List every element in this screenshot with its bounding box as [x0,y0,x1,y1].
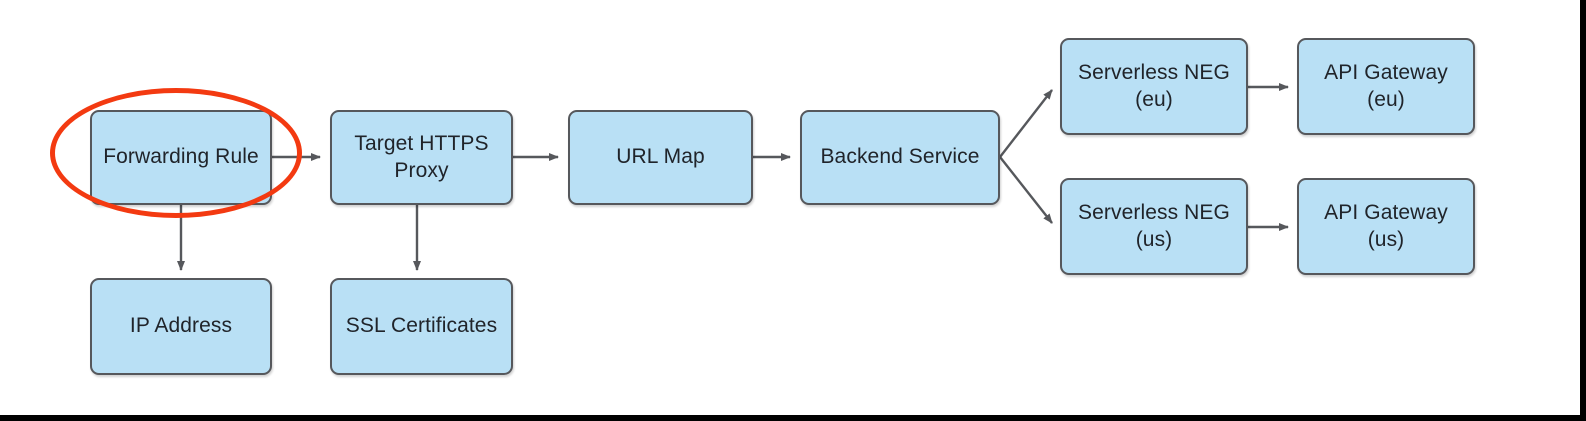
node-ssl-certificates-label: SSL Certificates [345,314,498,338]
node-backend-service[interactable]: Backend Service [800,110,1000,205]
node-serverless-neg-us[interactable]: Serverless NEG (us) [1060,178,1248,275]
node-forwarding-rule[interactable]: Forwarding Rule [90,110,272,205]
node-ssl-certificates[interactable]: SSL Certificates [330,278,513,375]
edge-backend-service-to-serverless-neg-us [999,156,1053,224]
node-api-gateway-eu[interactable]: API Gateway (eu) [1297,38,1475,135]
node-api-gateway-us-label: API Gateway (us) [1324,200,1448,251]
node-serverless-neg-us-label: Serverless NEG (us) [1078,200,1230,251]
node-backend-service-label: Backend Service [820,145,980,169]
edge-backend-service-to-serverless-neg-eu [999,89,1053,158]
node-serverless-neg-eu-label: Serverless NEG (eu) [1078,60,1230,111]
node-ip-address-label: IP Address [129,314,233,338]
node-forwarding-rule-label: Forwarding Rule [103,145,259,169]
node-ip-address[interactable]: IP Address [90,278,272,375]
node-api-gateway-eu-label: API Gateway (eu) [1324,60,1448,111]
node-target-https-proxy[interactable]: Target HTTPS Proxy [330,110,513,205]
frame-bottom-border [0,415,1586,421]
node-serverless-neg-eu[interactable]: Serverless NEG (eu) [1060,38,1248,135]
node-api-gateway-us[interactable]: API Gateway (us) [1297,178,1475,275]
frame-right-border [1580,0,1586,421]
node-target-https-proxy-label: Target HTTPS Proxy [354,131,489,182]
node-url-map-label: URL Map [616,145,705,169]
node-url-map[interactable]: URL Map [568,110,753,205]
